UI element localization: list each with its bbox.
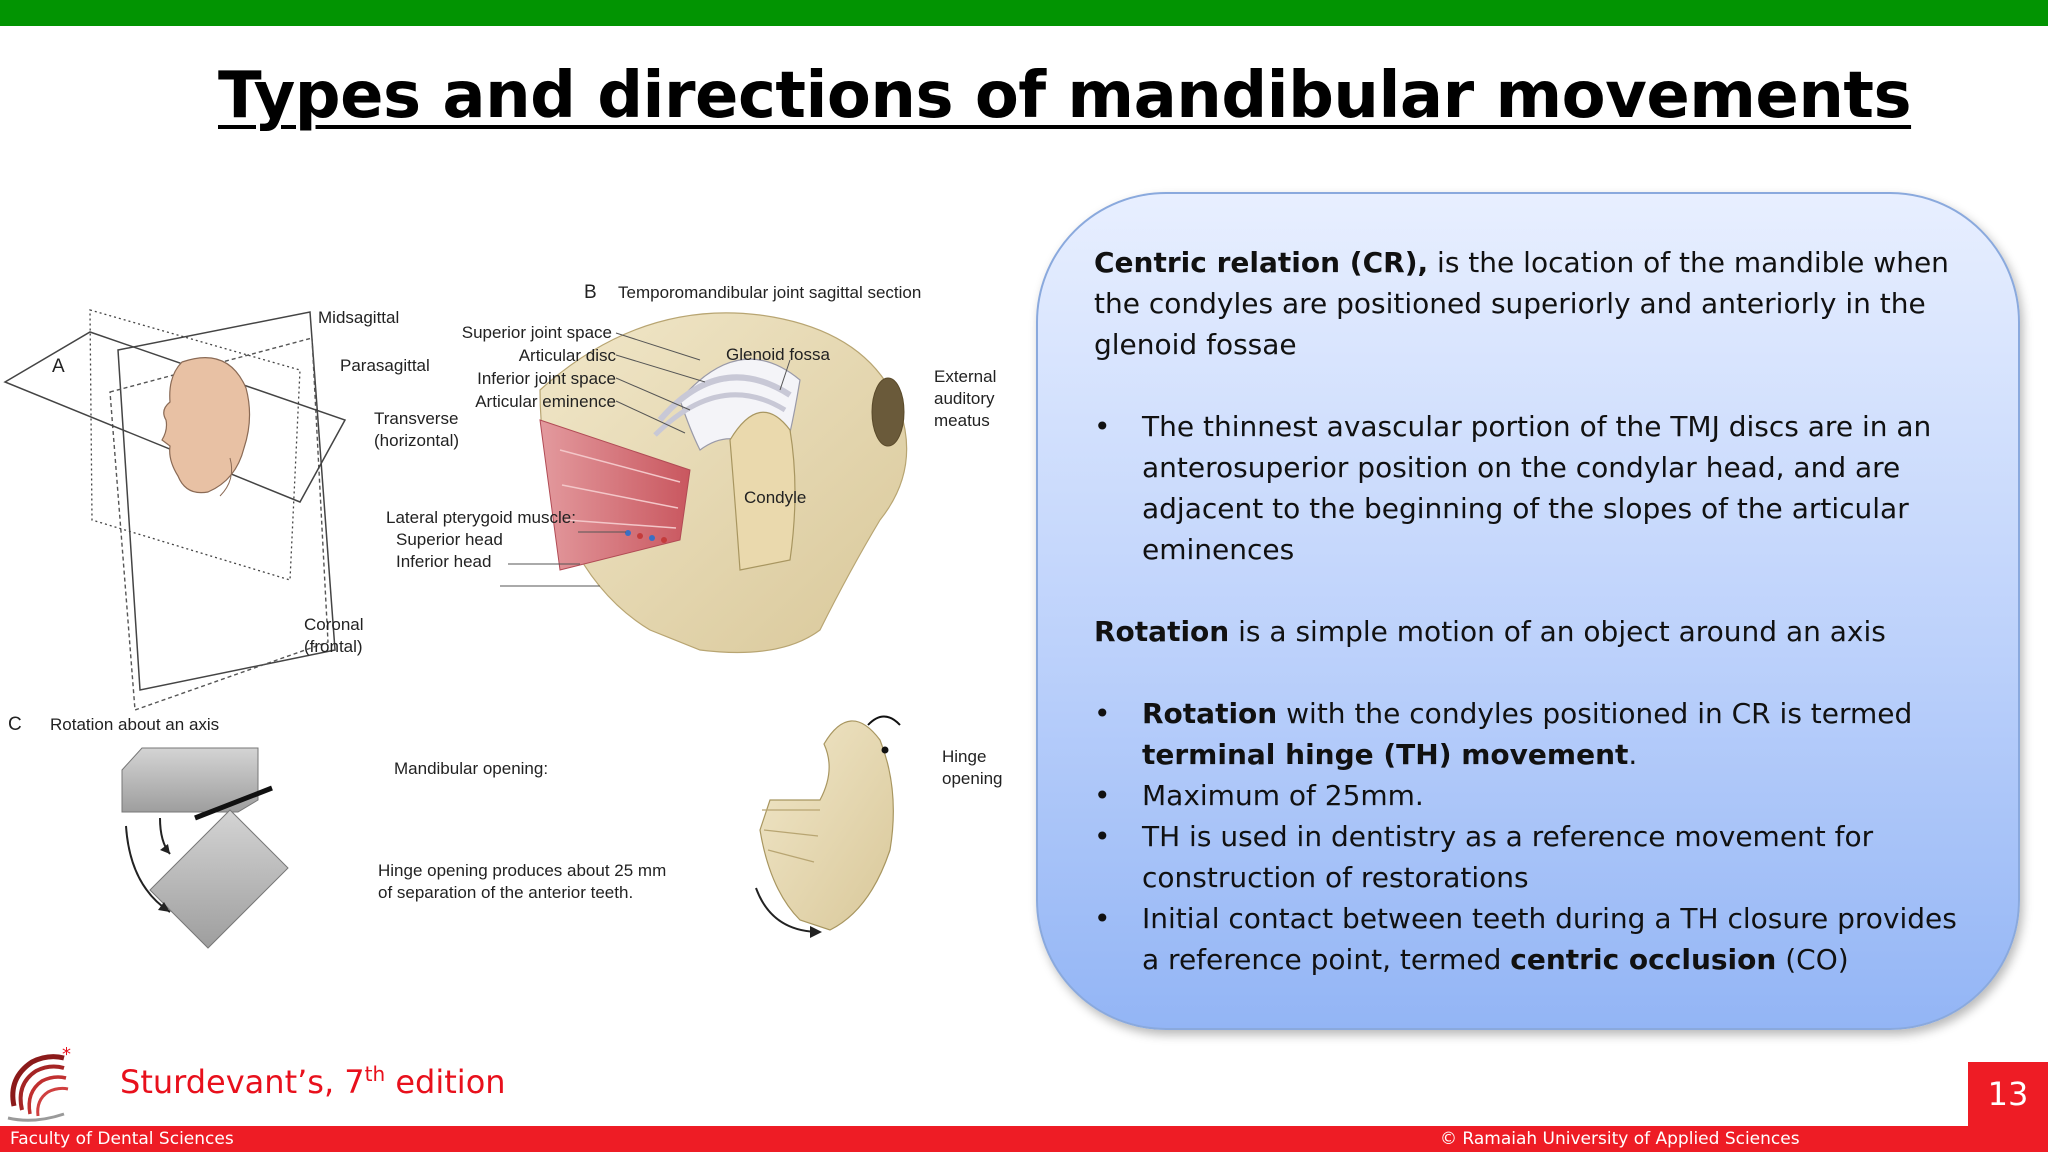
panel-b-title: Temporomandibular joint sagittal section: [618, 283, 921, 302]
centric-relation-info-box: Centric relation (CR), is the location o…: [1036, 192, 2020, 1030]
bullet-maximum: Maximum of 25mm.: [1094, 775, 1968, 816]
rotation-block-top: [121, 747, 259, 813]
label-transverse: Transverse: [374, 409, 458, 428]
label-opening: opening: [942, 769, 1003, 788]
bullet-centric-occlusion: Initial contact between teeth during a T…: [1094, 898, 1968, 980]
rotation-axis: [194, 785, 273, 821]
rotation-definition: is a simple motion of an object around a…: [1229, 615, 1886, 648]
bullet-reference-movement: TH is used in dentistry as a reference m…: [1094, 816, 1968, 898]
label-external: External: [934, 367, 996, 386]
label-parasagittal: Parasagittal: [340, 356, 430, 375]
mandible-illustration: [759, 720, 894, 931]
panel-a-letter: A: [52, 356, 65, 377]
label-lateral-pterygoid: Lateral pterygoid muscle:: [386, 508, 576, 527]
page-number: 13: [1968, 1062, 2048, 1126]
disc-bullet-list: The thinnest avascular portion of the TM…: [1094, 406, 1968, 570]
condyle: [729, 411, 796, 571]
rotation-block-rotated: [149, 809, 289, 949]
citation-reference: Sturdevant’s, 7th edition: [120, 1062, 506, 1101]
rotation-bullet-list: Rotation with the condyles positioned in…: [1094, 693, 1968, 980]
external-auditory-meatus: [871, 377, 905, 447]
label-articular-disc: Articular disc: [519, 346, 617, 365]
label-coronal-sub: (frontal): [304, 637, 363, 656]
label-inferior-joint-space: Inferior joint space: [477, 369, 616, 388]
label-condyle: Condyle: [744, 488, 806, 507]
slide-title: Types and directions of mandibular movem…: [218, 59, 1912, 133]
label-glenoid-fossa: Glenoid fossa: [726, 345, 830, 364]
head-illustration: [161, 357, 251, 494]
panel-c-rotation: C Rotation about an axis Mandibular open…: [8, 714, 1003, 949]
footer-bar: Faculty of Dental Sciences © Ramaiah Uni…: [0, 1126, 2048, 1152]
panel-b-tmj-section: B Temporomandibular joint sagittal secti…: [386, 282, 996, 654]
label-inferior-head: Inferior head: [396, 552, 491, 571]
label-articular-eminence: Articular eminence: [475, 392, 616, 411]
svg-text:*: *: [62, 1044, 71, 1065]
bullet-terminal-hinge: Rotation with the condyles positioned in…: [1094, 693, 1968, 775]
label-hinge-note-1: Hinge opening produces about 25 mm: [378, 861, 666, 880]
label-meatus: meatus: [934, 411, 990, 430]
label-superior-joint-space: Superior joint space: [462, 323, 612, 342]
centric-relation-paragraph: Centric relation (CR), is the location o…: [1094, 242, 1968, 365]
bullet-disc-position: The thinnest avascular portion of the TM…: [1094, 406, 1968, 570]
parasagittal-plane: [109, 337, 329, 711]
label-coronal: Coronal: [304, 615, 364, 634]
label-auditory: auditory: [934, 389, 995, 408]
label-superior-head: Superior head: [396, 530, 503, 549]
coronal-plane: [89, 309, 301, 581]
university-logo-icon: *: [7, 1044, 71, 1122]
footer-copyright: © Ramaiah University of Applied Sciences: [1440, 1129, 1800, 1149]
panel-c-title: Rotation about an axis: [50, 715, 219, 734]
label-mandibular-opening: Mandibular opening:: [394, 759, 548, 778]
cr-term: Centric relation (CR),: [1094, 246, 1429, 279]
mandibular-movements-figure: A Midsagittal Parasagittal Transverse (h…: [3, 282, 1003, 949]
label-transverse-sub: (horizontal): [374, 431, 459, 450]
label-hinge-note-2: of separation of the anterior teeth.: [378, 883, 633, 902]
top-accent-bar: [0, 0, 2048, 26]
label-midsagittal: Midsagittal: [318, 308, 399, 327]
rotation-term: Rotation: [1094, 615, 1230, 648]
label-hinge: Hinge: [942, 747, 986, 766]
panel-c-letter: C: [8, 714, 22, 735]
rotation-paragraph: Rotation is a simple motion of an object…: [1094, 611, 1968, 652]
midsagittal-plane: [117, 311, 336, 691]
panel-b-letter: B: [584, 282, 597, 303]
panel-a-anatomical-planes: A Midsagittal Parasagittal Transverse (h…: [3, 308, 459, 711]
cr-definition: is the location of the mandible when the…: [1094, 246, 1949, 361]
footer-faculty: Faculty of Dental Sciences: [10, 1129, 234, 1149]
